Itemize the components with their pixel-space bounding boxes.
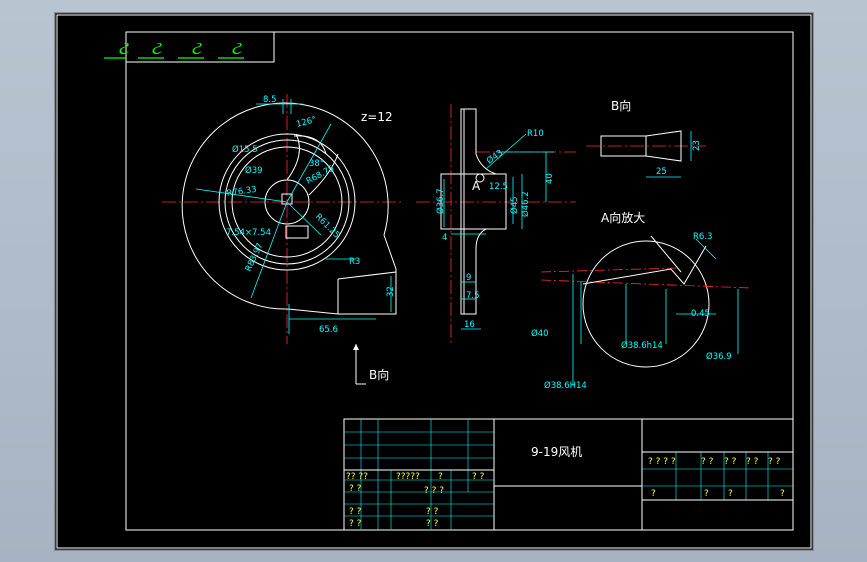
dim-40: 40 (545, 173, 555, 184)
drawing-title: 9-19风机 (531, 445, 582, 459)
dim-0-45: 0.45 (691, 309, 710, 319)
dim-25: 25 (656, 167, 667, 177)
dim-d46-2: Ø46.2 (520, 191, 531, 217)
dim-38-deg: 38° (309, 159, 324, 169)
stamp-glyph-1: ટ (118, 38, 129, 59)
tb-left-r1-c2: ????? (396, 472, 420, 482)
dim-d45: Ø45 (509, 196, 520, 214)
outer-frame (56, 14, 812, 549)
dim-d38-6h14: Ø38.6h14 (621, 340, 663, 351)
tb-left-r4-c1: ? ? (349, 519, 362, 529)
dim-23: 23 (692, 140, 702, 151)
tb-left-r1-c3: ? (438, 472, 443, 482)
view-b: B向 23 25 (586, 98, 706, 178)
tb-right-r1-c5: ? ? (768, 457, 781, 467)
dim-12-5: 12.5 (489, 182, 508, 192)
dim-d36-7: Ø36.7 (435, 188, 446, 214)
dim-d43: Ø43 (484, 147, 505, 166)
stamp-glyph-3: ટ (191, 38, 202, 59)
dim-r10: R10 (527, 129, 544, 139)
dim-126-deg: 126° (295, 115, 317, 130)
dim-d15-5: Ø15.5 (232, 144, 258, 155)
tb-right-r1-c3: ? ? (724, 457, 737, 467)
tb-right-r1-c4: ? ? (746, 457, 759, 467)
dim-r3: R3 (349, 257, 360, 267)
section-a-label: A (472, 179, 481, 193)
view-a: A向放大 R6.3 0.45 Ø40 Ø38.6h14 Ø36.9 Ø38.6H… (531, 210, 752, 391)
stamp-block: ટ ટ ટ ટ (104, 31, 275, 63)
tb-left-r3-c3: ? ? (426, 507, 439, 517)
tb-left-r3-c1: ? ? (349, 507, 362, 517)
side-view: R10 Ø43 12.5 40 Ø36.7 Ø45 Ø46.2 4 9 7.5 … (416, 104, 576, 344)
tb-right-r2-c2: ? (704, 489, 709, 499)
front-view: 8.5 126° Ø15.5 Ø39 38° R68.75 R76.33 R61… (162, 94, 401, 385)
dim-16: 16 (464, 320, 475, 330)
stamp-glyph-2: ટ (151, 38, 162, 59)
tooth-count: z=12 (361, 110, 393, 124)
tb-left-r4-c3: ? ? (426, 519, 439, 529)
tb-right-r2-c4: ? (780, 489, 785, 499)
dim-d38-6H14: Ø38.6H14 (544, 380, 587, 391)
dim-7-54x7-54: 7.54×7.54 (226, 228, 271, 238)
tb-right-r1-c1: ? ? ? ? (648, 457, 676, 467)
dim-r6-3: R6.3 (693, 232, 712, 242)
dim-d40: Ø40 (531, 328, 549, 339)
view-a-title: A向放大 (601, 210, 645, 225)
tb-left-r1-c4: ? ? (472, 472, 485, 482)
cad-drawing: ટ ટ ટ ટ (56, 14, 812, 549)
dim-d36-9: Ø36.9 (706, 351, 732, 362)
tb-left-r1-c1: ?? ?? (346, 472, 368, 482)
view-b-arrow-label: B向 (369, 367, 389, 382)
dim-4: 4 (442, 233, 447, 243)
dim-r76-33: R76.33 (226, 185, 257, 199)
dim-65-6: 65.6 (319, 325, 338, 335)
view-b-title: B向 (611, 98, 631, 113)
drawing-sheet: ટ ટ ટ ટ (55, 13, 813, 550)
dim-d39: Ø39 (245, 165, 263, 176)
dim-r61-25: R61.25 (313, 212, 341, 240)
inner-frame (125, 31, 794, 531)
title-block: 9-19风机 ?? ?? ????? ? ? ? ? ? ? ? ? ? ? ?… (343, 418, 794, 531)
dim-7-5: 7.5 (466, 291, 480, 301)
tb-left-r2-c1: ? ? (349, 484, 362, 494)
dim-32: 32 (386, 286, 396, 297)
stamp-glyph-4: ટ (231, 38, 242, 59)
tb-right-r1-c2: ? ? (701, 457, 714, 467)
dim-9: 9 (466, 273, 471, 283)
tb-right-r2-c1: ? (651, 489, 656, 499)
tb-left-r2-c3: ? ? ? (424, 486, 444, 496)
dim-8-5: 8.5 (263, 95, 277, 105)
tb-right-r2-c3: ? (728, 489, 733, 499)
